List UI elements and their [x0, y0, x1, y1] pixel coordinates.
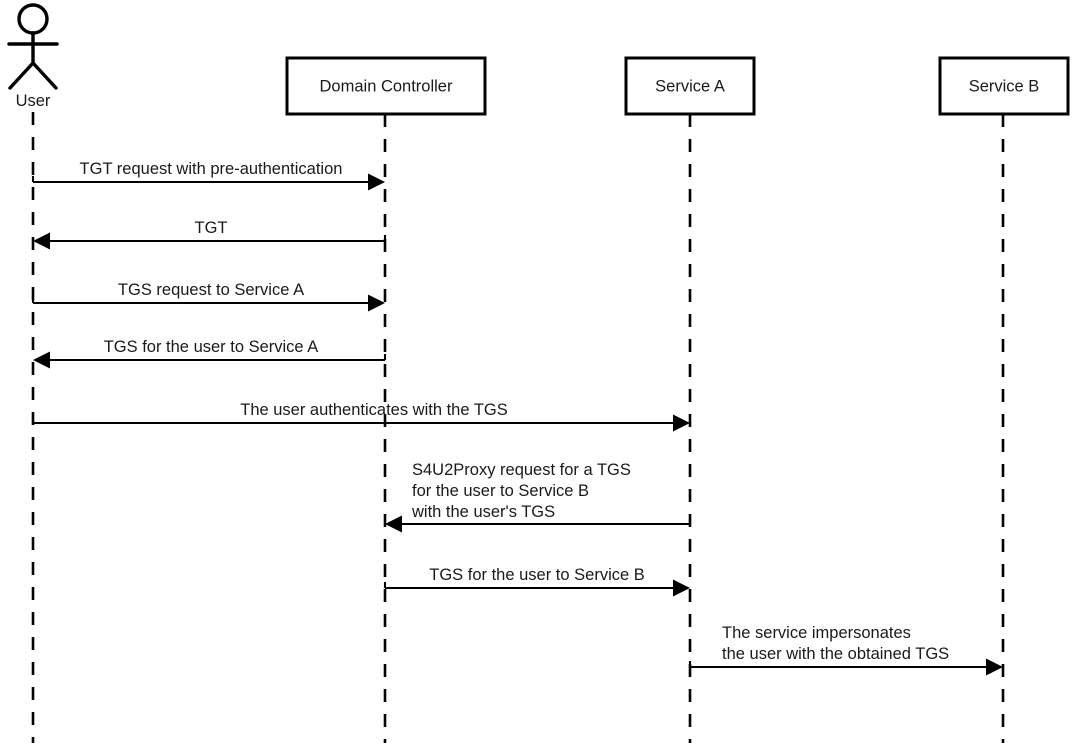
message-2[interactable]: TGT [33, 219, 387, 250]
message-6[interactable]: S4U2Proxy request for a TGS for the user … [385, 461, 692, 533]
message-label-5: The user authenticates with the TGS [240, 401, 508, 419]
message-label-7: TGS for the user to Service B [429, 566, 645, 584]
message-arrowhead-8 [986, 658, 1003, 676]
message-label-8-line-2: the user with the obtained TGS [722, 645, 949, 663]
message-5[interactable]: The user authenticates with the TGS [31, 401, 690, 432]
participant-label-user: User [16, 92, 51, 110]
message-label-3: TGS request to Service A [118, 281, 304, 299]
message-arrowhead-6 [385, 515, 402, 533]
message-3[interactable]: TGS request to Service A [31, 281, 385, 312]
actor-stick-figure-icon [7, 3, 59, 90]
message-4[interactable]: TGS for the user to Service A [33, 338, 387, 369]
message-arrowhead-3 [368, 294, 385, 312]
participant-service-a[interactable]: Service A [624, 56, 756, 743]
message-1[interactable]: TGT request with pre-authentication [31, 160, 385, 191]
message-8[interactable]: The service impersonates the user with th… [688, 624, 1003, 676]
participant-user[interactable]: User [7, 3, 59, 743]
participant-label-service-a: Service A [655, 77, 725, 95]
message-label-8-line-1: The service impersonates [722, 624, 911, 642]
participant-box-service-a[interactable] [624, 56, 756, 116]
participant-label-domain-controller: Domain Controller [320, 77, 453, 95]
message-arrowhead-2 [33, 232, 50, 250]
participant-label-service-b: Service B [969, 77, 1040, 95]
actor-leg-left-icon [8, 61, 35, 90]
message-7[interactable]: TGS for the user to Service B [383, 566, 690, 597]
message-arrowhead-1 [368, 173, 385, 191]
message-arrowhead-7 [673, 579, 690, 597]
message-label-4: TGS for the user to Service A [104, 338, 319, 356]
message-arrowhead-4 [33, 351, 50, 369]
actor-head-icon [17, 3, 49, 35]
message-label-2: TGT [195, 219, 228, 237]
participant-box-domain-controller[interactable] [285, 56, 487, 116]
message-label-6-line-3: with the user's TGS [411, 503, 555, 521]
actor-leg-right-icon [31, 61, 58, 90]
participant-box-service-b[interactable] [938, 56, 1070, 116]
message-label-1: TGT request with pre-authentication [80, 160, 343, 178]
message-label-6-line-2: for the user to Service B [412, 482, 589, 500]
message-label-6-line-1: S4U2Proxy request for a TGS [412, 461, 631, 479]
participant-domain-controller[interactable]: Domain Controller [285, 56, 487, 743]
message-arrowhead-5 [673, 414, 690, 432]
participant-service-b[interactable]: Service B [938, 56, 1070, 743]
